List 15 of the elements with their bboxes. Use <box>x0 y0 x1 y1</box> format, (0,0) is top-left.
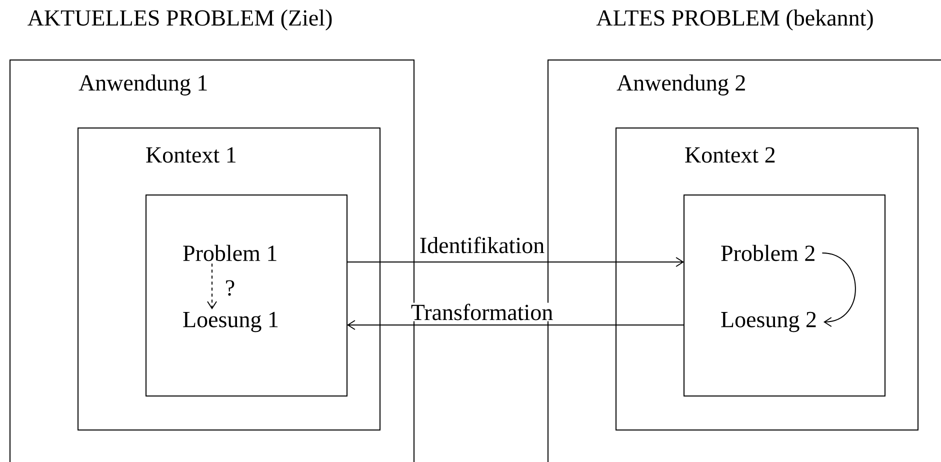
edge-label: ? <box>224 279 236 297</box>
arrow <box>346 257 684 267</box>
arrow <box>347 320 684 330</box>
problem-box <box>146 194 348 396</box>
arrow <box>822 252 856 327</box>
text-label: Problem 1 <box>183 244 276 262</box>
edge-label: Transformation <box>410 302 554 322</box>
text-label: Loesung 2 <box>721 312 816 332</box>
edge-label: Identifikation <box>418 236 546 254</box>
problem-box <box>684 194 886 396</box>
arrow <box>207 263 218 310</box>
heading: ALTES PROBLEM (bekannt) <box>596 10 873 30</box>
heading: AKTUELLES PROBLEM (Ziel) <box>28 10 332 30</box>
text-label: Loesung 1 <box>183 312 278 332</box>
text-label: Problem 2 <box>721 244 814 262</box>
